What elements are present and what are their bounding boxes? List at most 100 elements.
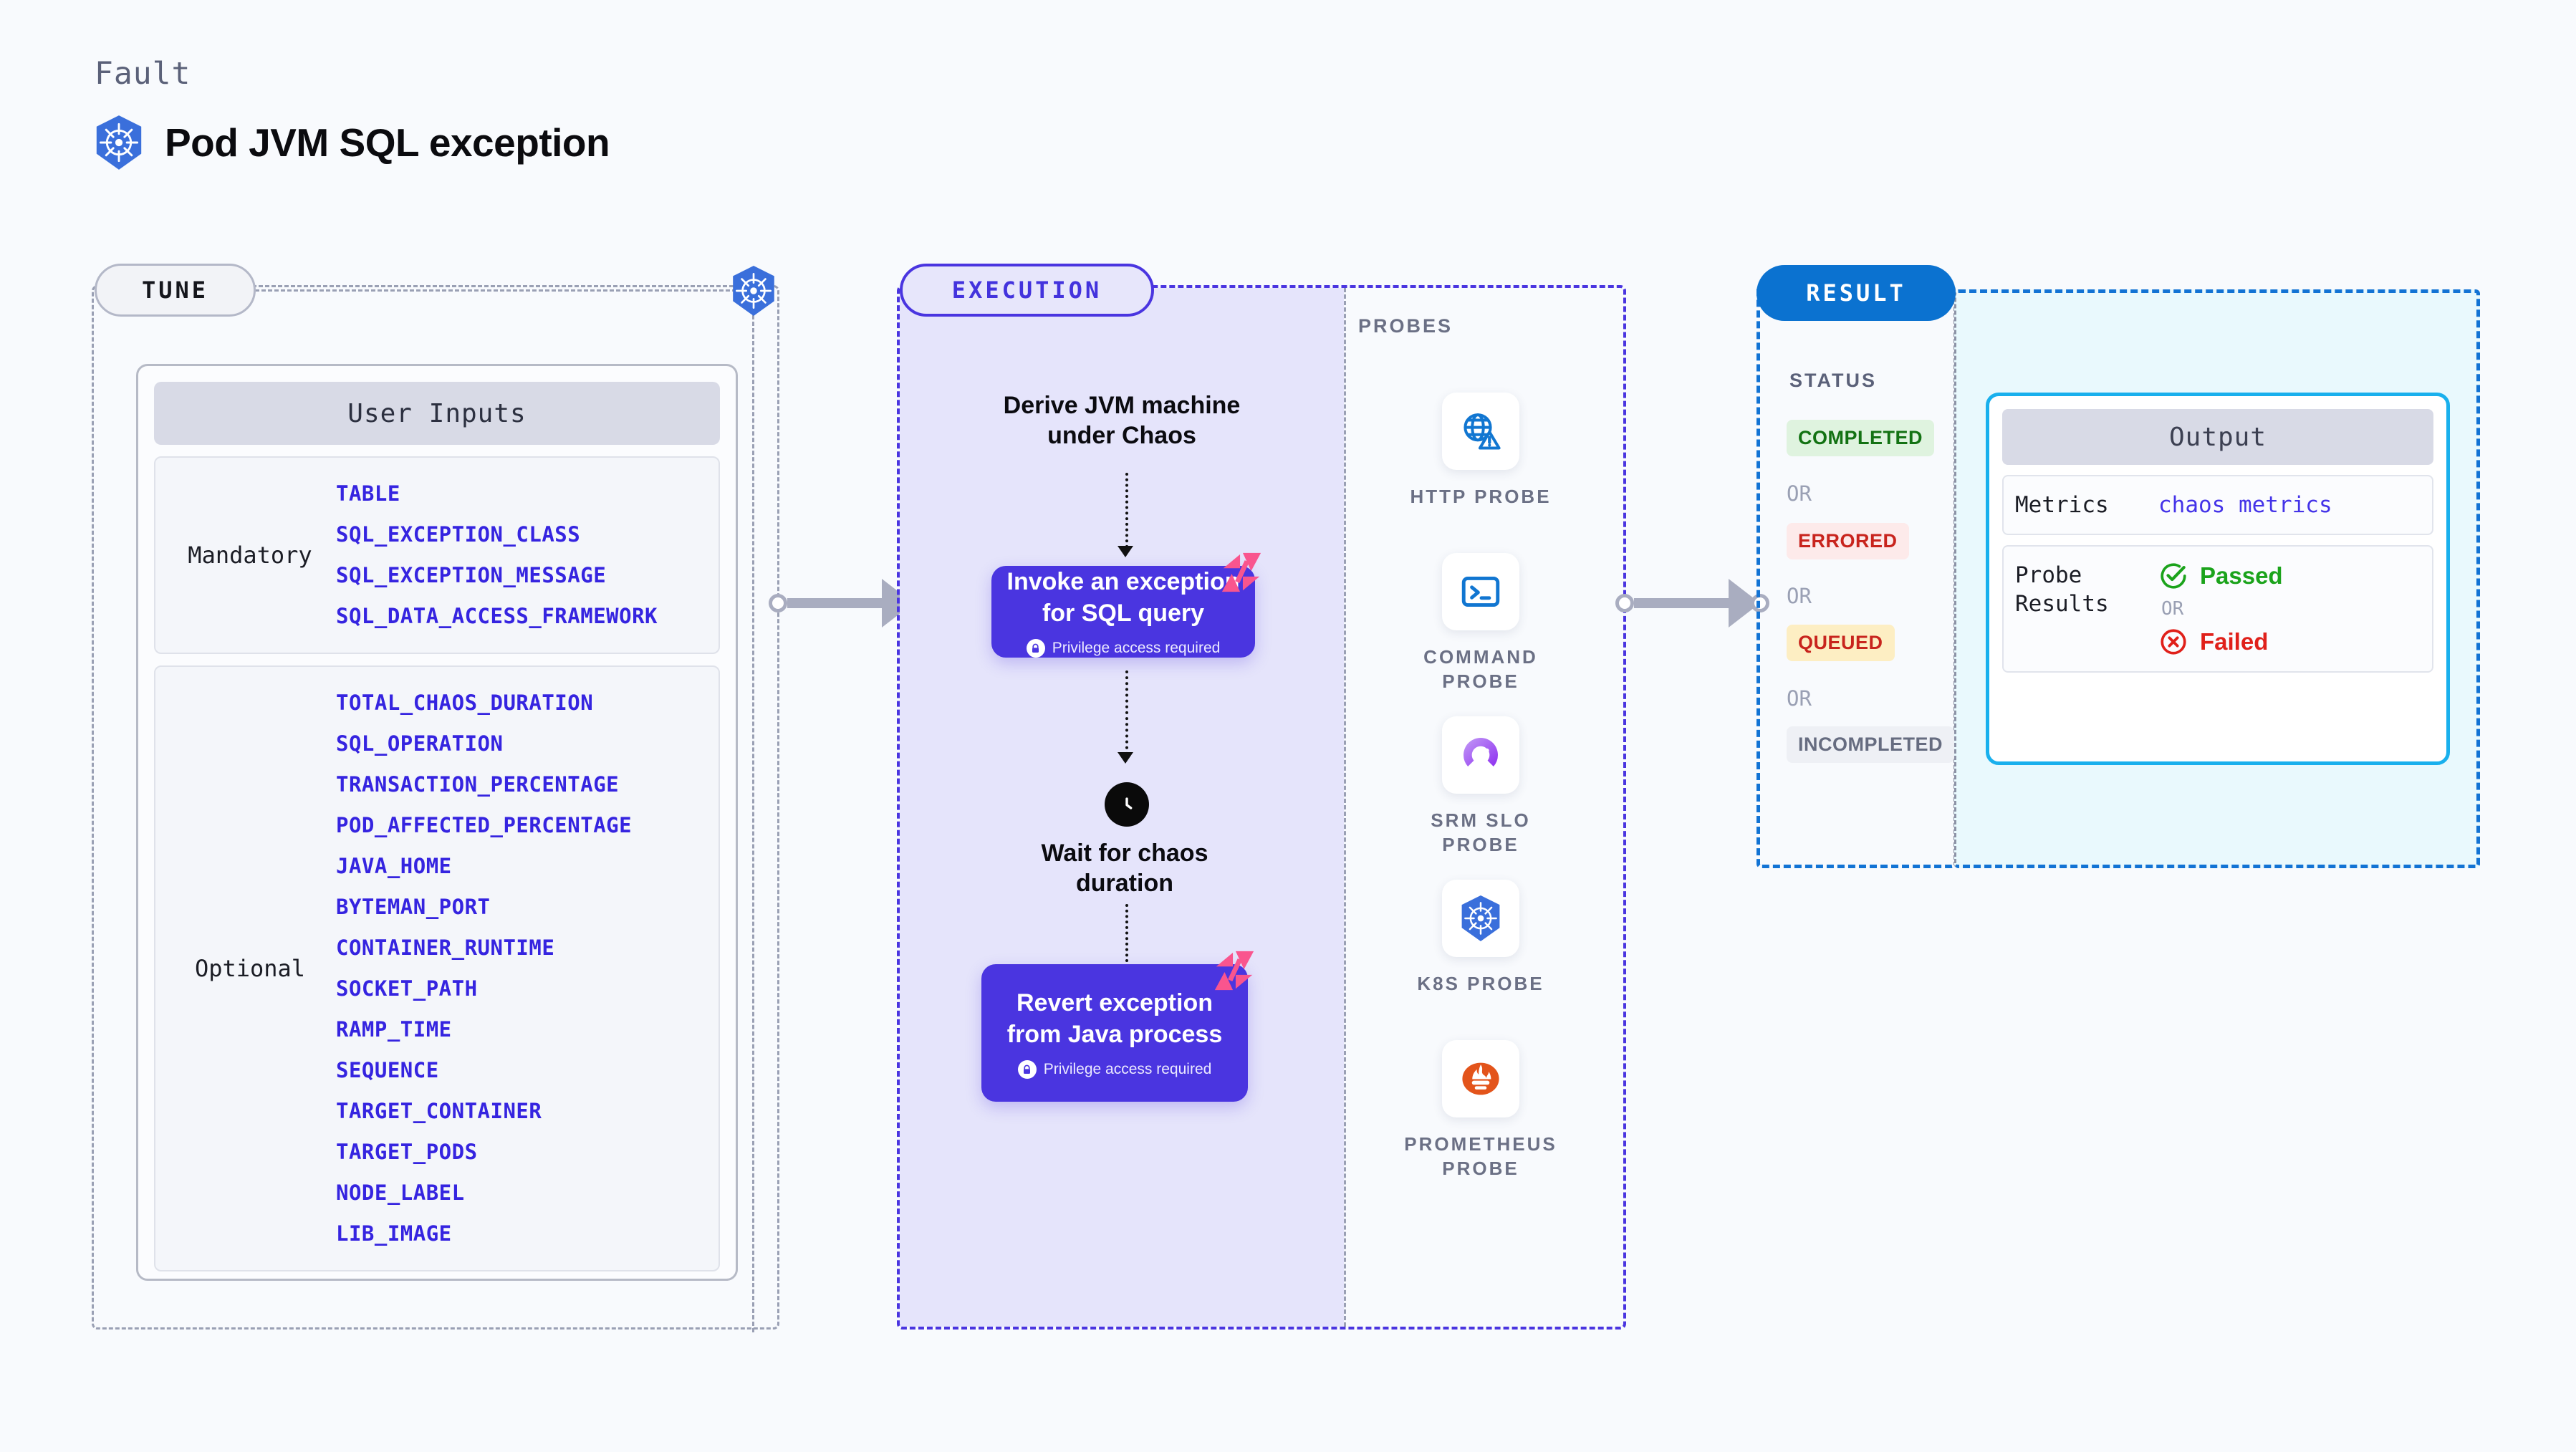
tune-badge: TUNE	[95, 264, 256, 317]
lock-icon	[1026, 639, 1045, 658]
user-inputs-header: User Inputs	[154, 382, 720, 445]
connector-bar	[1634, 598, 1729, 608]
x-circle-icon	[2161, 629, 2186, 655]
param-item[interactable]: CONTAINER_RUNTIME	[336, 936, 555, 960]
probe-srm-slo[interactable]: SRM SLO PROBE	[1398, 716, 1563, 857]
output-row-probe-results: Probe Results Passed OR Failed	[2002, 545, 2433, 673]
probe-tile	[1442, 393, 1519, 470]
param-item[interactable]: TARGET_CONTAINER	[336, 1099, 542, 1123]
kubernetes-icon	[733, 266, 774, 316]
probe-result-passed-label: Passed	[2200, 562, 2283, 589]
param-item[interactable]: TARGET_PODS	[336, 1140, 478, 1164]
connector-dot	[1615, 594, 1634, 612]
harness-logo-icon	[1221, 552, 1261, 592]
status-or: OR	[1787, 686, 1812, 711]
execution-box-invoke[interactable]: Invoke an exception for SQL query Privil…	[991, 552, 1261, 658]
connector-dot	[769, 594, 787, 612]
check-circle-icon	[2161, 563, 2186, 589]
probe-label: K8S PROBE	[1417, 973, 1544, 994]
globe-warning-icon	[1464, 413, 1501, 450]
probe-label: SRM SLO PROBE	[1431, 809, 1531, 855]
probe-tile	[1442, 880, 1519, 957]
param-list-optional: TOTAL_CHAOS_DURATION SQL_OPERATION TRANS…	[336, 683, 632, 1254]
status-badge-queued: QUEUED	[1787, 625, 1895, 661]
output-header: Output	[2002, 409, 2433, 465]
probe-result-failed: Failed	[2158, 627, 2283, 657]
param-item[interactable]: TOTAL_CHAOS_DURATION	[336, 691, 594, 715]
param-item[interactable]: RAMP_TIME	[336, 1017, 452, 1042]
probe-result-passed: Passed	[2158, 561, 2283, 591]
flow-arrowhead	[1118, 752, 1133, 764]
privilege-note-text: Privilege access required	[1043, 1061, 1212, 1077]
probe-label: PROMETHEUS PROBE	[1404, 1133, 1557, 1179]
param-item[interactable]: POD_AFFECTED_PERCENTAGE	[336, 813, 633, 837]
fault-eyebrow-label: Fault	[95, 56, 191, 92]
param-group-optional: Optional TOTAL_CHAOS_DURATION SQL_OPERAT…	[154, 665, 720, 1271]
kubernetes-icon	[96, 115, 142, 170]
param-item[interactable]: NODE_LABEL	[336, 1181, 465, 1205]
status-or: OR	[1787, 584, 1812, 608]
user-inputs-card: User Inputs Mandatory TABLE SQL_EXCEPTIO…	[136, 364, 738, 1281]
status-badge-errored: ERRORED	[1787, 523, 1909, 559]
probe-label: COMMAND PROBE	[1423, 646, 1538, 692]
harness-logo-icon	[1214, 951, 1254, 991]
connector-execution-to-result	[1615, 579, 1769, 628]
probe-tile	[1442, 553, 1519, 630]
probe-results-values: Passed OR Failed	[2158, 561, 2283, 657]
privilege-note-text: Privilege access required	[1052, 640, 1221, 656]
privilege-note: Privilege access required	[1017, 1060, 1212, 1079]
execution-box-invoke-title: Invoke an exception for SQL query	[1006, 568, 1240, 627]
step-wait-label: Wait for chaos duration	[1041, 840, 1208, 897]
execution-probes-panel	[897, 285, 1626, 1330]
lock-icon	[1017, 1060, 1037, 1079]
param-item[interactable]: SOCKET_PATH	[336, 976, 478, 1001]
param-item[interactable]: SQL_EXCEPTION_CLASS	[336, 522, 581, 547]
param-item[interactable]: SEQUENCE	[336, 1058, 439, 1082]
prometheus-icon	[1462, 1062, 1499, 1095]
probe-k8s[interactable]: K8S PROBE	[1398, 880, 1563, 996]
probe-result-failed-label: Failed	[2200, 628, 2269, 655]
probe-result-or: OR	[2161, 598, 2184, 620]
group-label-mandatory: Mandatory	[188, 542, 312, 569]
execution-badge: EXECUTION	[900, 264, 1154, 317]
param-item[interactable]: BYTEMAN_PORT	[336, 895, 491, 919]
tune-dashed-connector	[255, 289, 749, 292]
step-derive-jvm-label: Derive JVM machine under Chaos	[1003, 392, 1241, 449]
connector-dot	[1751, 594, 1769, 612]
flow-dashed-line	[1125, 904, 1128, 984]
output-card: Output Metrics chaos metrics Probe Resul…	[1986, 393, 2450, 765]
probe-command[interactable]: COMMAND PROBE	[1398, 553, 1563, 693]
clock-icon	[1105, 782, 1149, 827]
param-item[interactable]: SQL_OPERATION	[336, 731, 504, 756]
probe-tile	[1442, 1040, 1519, 1117]
param-group-mandatory: Mandatory TABLE SQL_EXCEPTION_CLASS SQL_…	[154, 456, 720, 654]
probes-title: PROBES	[1358, 315, 1453, 337]
flow-arrowhead	[1118, 546, 1133, 557]
result-badge: RESULT	[1756, 265, 1956, 321]
status-badge-incompleted: INCOMPLETED	[1787, 726, 1955, 763]
page-title: Pod JVM SQL exception	[165, 120, 610, 165]
tune-panel	[92, 285, 779, 1330]
param-item[interactable]: JAVA_HOME	[336, 854, 452, 878]
execution-probes-divider	[1344, 288, 1346, 1327]
terminal-icon	[1461, 576, 1500, 607]
output-key-probe-results: Probe Results	[2015, 562, 2109, 617]
param-list-mandatory: TABLE SQL_EXCEPTION_CLASS SQL_EXCEPTION_…	[336, 473, 658, 637]
status-title: STATUS	[1789, 370, 1877, 391]
param-item[interactable]: TRANSACTION_PERCENTAGE	[336, 772, 620, 797]
param-item[interactable]: LIB_IMAGE	[336, 1221, 452, 1246]
srm-slo-icon	[1464, 738, 1498, 766]
param-item[interactable]: SQL_EXCEPTION_MESSAGE	[336, 563, 607, 587]
probe-http[interactable]: HTTP PROBE	[1398, 393, 1563, 509]
probe-label: HTTP PROBE	[1410, 486, 1552, 507]
probe-tile	[1442, 716, 1519, 794]
privilege-note: Privilege access required	[1026, 639, 1221, 658]
param-item[interactable]: TABLE	[336, 481, 400, 506]
kubernetes-icon	[1461, 895, 1500, 942]
output-value-metrics[interactable]: chaos metrics	[2158, 492, 2332, 518]
param-item[interactable]: SQL_DATA_ACCESS_FRAMEWORK	[336, 604, 658, 628]
tune-vertical-dashed-line	[752, 315, 754, 1332]
execution-box-revert[interactable]: Revert exception from Java process Privi…	[981, 951, 1254, 1102]
output-row-metrics: Metrics chaos metrics	[2002, 475, 2433, 535]
probe-prometheus[interactable]: PROMETHEUS PROBE	[1398, 1040, 1563, 1181]
